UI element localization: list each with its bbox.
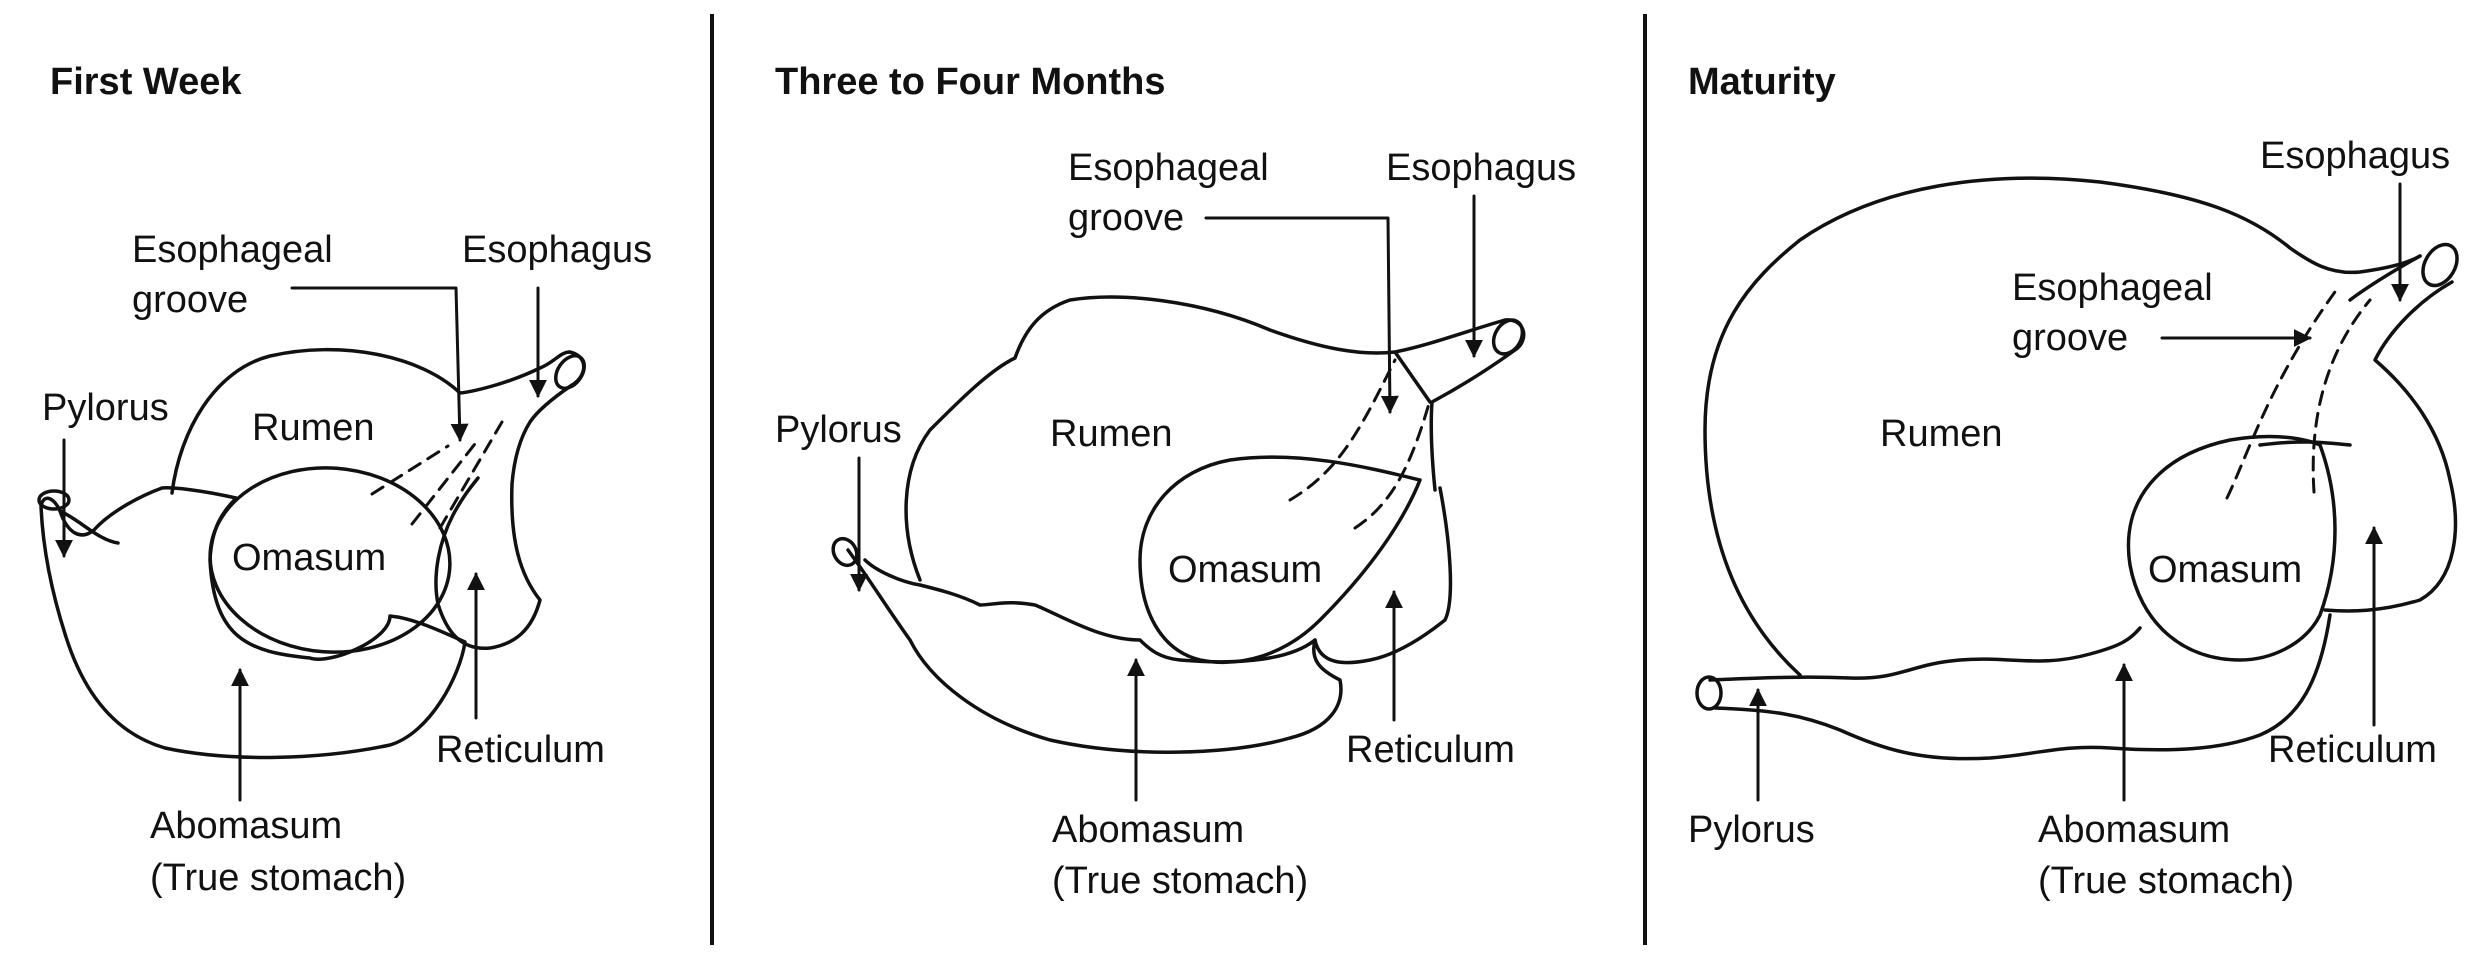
label-omasum: Omasum [2148, 549, 2302, 591]
reticulum-outline [1313, 486, 1453, 665]
stomach-outline [831, 295, 1526, 754]
abomasum-outline [39, 486, 467, 760]
label-rumen: Rumen [1050, 413, 1173, 455]
esophagus-opening [2421, 242, 2459, 288]
pylorus-opening [831, 536, 859, 568]
label-groove: groove [1068, 197, 1184, 239]
label-omasum: Omasum [232, 537, 386, 579]
pylorus-opening [37, 489, 71, 511]
panel-maturity: Maturity Esophagus Esophageal groove Rum… [1688, 61, 2459, 902]
label-rumen: Rumen [1880, 413, 2003, 455]
label-reticulum: Reticulum [1346, 729, 1515, 771]
label-abomasum: Abomasum [150, 805, 342, 847]
label-true-stomach: (True stomach) [150, 857, 406, 899]
esophageal-groove-dash-2 [2311, 298, 2372, 494]
esophageal-groove-dash-2 [410, 438, 480, 526]
label-abomasum: Abomasum [1052, 809, 1244, 851]
rumen-outline [1703, 176, 2422, 677]
pylorus-opening [1695, 675, 1723, 711]
esophagus-lower [1393, 350, 1432, 404]
label-groove: groove [132, 279, 248, 321]
leader-esophageal-groove [1204, 216, 1399, 414]
stomach-outline [1695, 176, 2459, 761]
esophageal-groove-dash-3 [438, 420, 504, 530]
esophageal-groove-dash-1 [2225, 283, 2342, 500]
panel-title: First Week [50, 61, 242, 103]
label-pylorus: Pylorus [775, 409, 902, 451]
label-esophagus: Esophagus [1386, 147, 1576, 189]
omasum-outline [1138, 455, 1422, 664]
label-esophageal: Esophageal [132, 229, 333, 271]
pylorus-lip [58, 509, 120, 545]
esophageal-groove-dash-1 [370, 444, 450, 496]
label-pylorus: Pylorus [1688, 809, 1815, 851]
label-esophagus: Esophagus [2260, 135, 2450, 177]
esophagus-upper [2348, 254, 2422, 302]
omasum-top-seam [2258, 440, 2352, 447]
esophagus-opening [1491, 318, 1525, 356]
panel-three-to-four-months: Three to Four Months Esophageal groove E… [775, 61, 1576, 902]
esophageal-groove-dash-1 [1288, 358, 1397, 502]
rumen-outline [904, 295, 1526, 582]
label-groove: groove [2012, 317, 2128, 359]
label-rumen: Rumen [252, 407, 375, 449]
panel-first-week: First Week Esophageal groove Esophagus P… [37, 61, 652, 899]
omasum-outline [2126, 434, 2337, 662]
label-reticulum: Reticulum [2268, 729, 2437, 771]
omasum-outline [208, 466, 452, 654]
label-true-stomach: (True stomach) [2038, 860, 2294, 902]
rumen-outline [170, 347, 586, 650]
panel-title: Three to Four Months [775, 61, 1166, 103]
label-esophageal: Esophageal [1068, 147, 1269, 189]
label-abomasum: Abomasum [2038, 809, 2230, 851]
abomasum-outline [1708, 613, 2332, 761]
stomach-outline [37, 347, 587, 760]
label-pylorus: Pylorus [42, 387, 169, 429]
esophageal-groove-dash-2 [1353, 398, 1432, 530]
label-esophageal: Esophageal [2012, 267, 2213, 309]
label-true-stomach: (True stomach) [1052, 860, 1308, 902]
reticulum-outline [2323, 280, 2458, 613]
label-esophagus: Esophagus [462, 229, 652, 271]
esophagus-opening [553, 353, 587, 391]
label-reticulum: Reticulum [436, 729, 605, 771]
leader-esophageal-groove [290, 286, 469, 442]
panel-title: Maturity [1688, 61, 1836, 103]
label-omasum: Omasum [1168, 549, 1322, 591]
